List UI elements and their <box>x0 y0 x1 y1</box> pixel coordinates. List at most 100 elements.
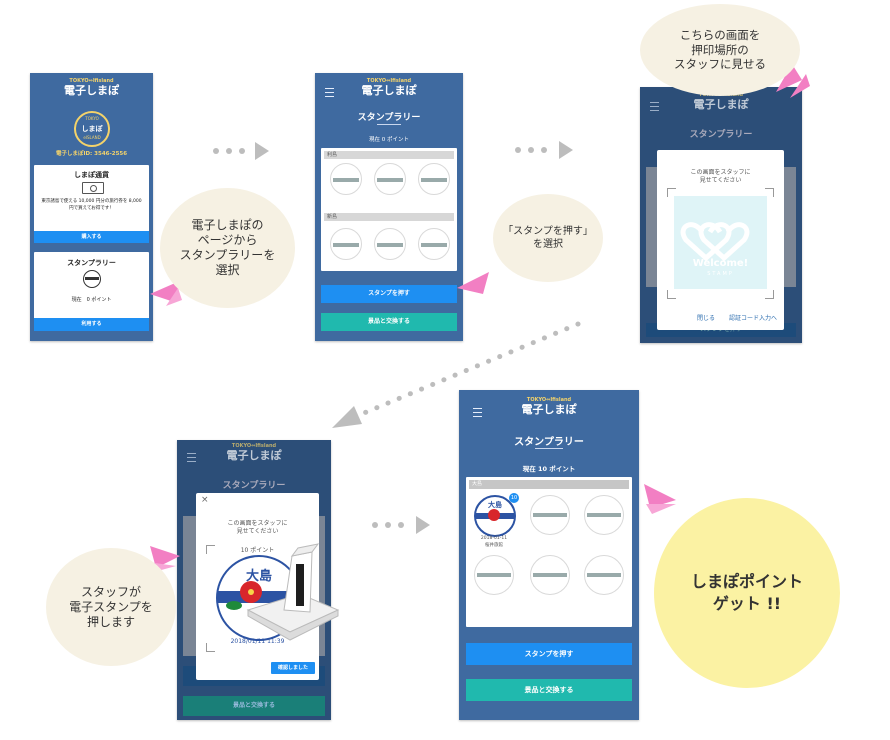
panel-2-logo: TOKYO⇔Ifisland 電子しまぽ <box>345 78 433 97</box>
chevron-right-icon <box>255 142 269 160</box>
hamburger-icon[interactable] <box>325 88 334 97</box>
leaf-icon <box>226 601 242 610</box>
modal-text-line2: 見せてください <box>699 177 742 184</box>
push-stamp-button[interactable]: スタンプを押す <box>321 285 457 303</box>
pink-pointer-icon <box>457 272 489 294</box>
stamp-slot <box>584 555 624 595</box>
panel-1-logo: TOKYO⇔Ifisland 電子しまぽ <box>30 78 153 97</box>
currency-title: しまぽ通貨 <box>74 171 109 179</box>
stamp-slot-filled: 大島 <box>474 495 516 537</box>
chevron-right-icon <box>559 141 573 159</box>
stamprally-title: スタンプラリー <box>67 259 116 267</box>
corner-bl <box>667 290 676 299</box>
hamburger-icon[interactable] <box>473 408 482 417</box>
stamp-welcome-sub: STAMP <box>707 271 734 277</box>
callout-2: 「スタンプを押す」 を選択 <box>493 194 603 282</box>
hamburger-icon[interactable] <box>187 453 196 462</box>
logo-top-text: TOKYO⇔Ifisland <box>231 443 277 449</box>
points-badge: 10 <box>509 493 519 503</box>
auth-code-link[interactable]: 認証コード入力へ <box>729 315 778 322</box>
callout-4: スタッフが 電子スタンプを 押します <box>46 548 176 666</box>
corner-tr <box>765 188 774 197</box>
seal-text-top: TOKYO <box>85 116 99 121</box>
step-arrow-1 <box>213 142 273 160</box>
pink-pointer-icon <box>644 484 676 514</box>
close-link[interactable]: 閉じる <box>697 315 716 322</box>
stamp-slot <box>418 163 450 195</box>
points-text: 現在 0 ポイント <box>369 137 409 143</box>
panel-3-phone: TOKYO⇔Ifisland 電子しまぽ スタンプラリー スタンプを押す この画… <box>640 87 802 343</box>
callout-1: 電子しまぽの ページから スタンプラリーを 選択 <box>160 188 295 308</box>
stamp-slot <box>474 555 514 595</box>
points-text: 現在 10 ポイント <box>522 465 576 473</box>
corner-tl <box>206 545 215 554</box>
logo-main-text: 電子しまぽ <box>361 83 417 97</box>
welcome-stamp-area: Welcome! STAMP <box>674 196 767 289</box>
currency-desc: 東京諸島で使える 10,000 円分の旅行券を 8,000 円で買えてお得です！ <box>41 199 142 211</box>
stamp-mini-icon <box>83 270 101 288</box>
chevron-right-icon <box>416 516 430 534</box>
stamp-slot <box>330 163 362 195</box>
callout-4-line3: 押します <box>86 614 135 629</box>
stamprally-points: 現在 0 ポイント <box>71 297 112 303</box>
callout-2-line2: を選択 <box>532 239 563 250</box>
stamp-slot <box>418 228 450 260</box>
step-arrow-2 <box>515 141 577 159</box>
behind-exchange-button: 景品と交換する <box>183 696 325 716</box>
use-button[interactable]: 利用する <box>34 318 149 331</box>
callout-3: こちらの画面を 押印場所の スタッフに見せる <box>640 4 800 96</box>
stamp-island-name: 大島 <box>488 501 502 509</box>
corner-bl <box>206 643 215 652</box>
logo-top-text: TOKYO⇔Ifisland <box>69 78 114 84</box>
callout-3-line1: こちらの画面を <box>679 27 761 42</box>
callout-4-line1: スタッフが <box>80 584 141 599</box>
seal-text-main: しまぽ <box>81 125 103 133</box>
push-stamp-button[interactable]: スタンプを押す <box>466 643 632 665</box>
title-underline <box>377 124 401 125</box>
exchange-button[interactable]: 景品と交換する <box>466 679 632 701</box>
logo-main-text: 電子しまぽ <box>64 83 119 97</box>
stamp-location: 桜井旅館 <box>485 543 503 548</box>
panel-5-phone: TOKYO⇔Ifisland 電子しまぽ スタンプラリー 現在 10 ポイント … <box>459 390 639 720</box>
currency-card: しまぽ通貨 東京諸島で使える 10,000 円分の旅行券を 8,000 円で買え… <box>34 165 149 243</box>
page-title: スタンプラリー <box>514 437 584 448</box>
section-header: 新島 <box>324 213 454 221</box>
stamp-slot <box>530 495 570 535</box>
seal-text-bottom: eISLAND <box>83 135 101 140</box>
stamp-slot <box>584 495 624 535</box>
callout-5: しまぽポイント ゲット !! <box>654 498 840 688</box>
callout-5-line2: ゲット !! <box>712 594 782 613</box>
callout-1-line1: 電子しまぽの <box>191 218 264 232</box>
logo-top-text: TOKYO⇔Ifisland <box>366 78 412 84</box>
confirm-button[interactable]: 確認しました <box>271 662 315 674</box>
page-title: スタンプラリー <box>689 130 753 140</box>
hamburger-icon[interactable] <box>650 102 659 111</box>
page-title: スタンプラリー <box>222 481 286 491</box>
camellia-stamp-icon <box>240 581 262 603</box>
close-icon[interactable]: × <box>201 495 209 505</box>
show-staff-modal: この画面をスタッフに 見せてください Welcome! STAMP 閉じる 認証… <box>657 150 784 330</box>
stamp-date: 2018-01-11 <box>480 536 508 541</box>
panel-2-phone: TOKYO⇔Ifisland 電子しまぽ スタンプラリー 現在 0 ポイント 利… <box>315 73 463 341</box>
logo-seal-icon: TOKYO しまぽ eISLAND <box>74 111 110 147</box>
stamprally-card: スタンプラリー 現在 0 ポイント 利用する <box>34 252 149 331</box>
modal-text-line1: この画面をスタッフに <box>690 169 751 176</box>
stamp-slot <box>374 163 406 195</box>
electronic-stamp-device <box>246 543 340 641</box>
title-underline <box>535 448 563 449</box>
callout-1-line3: スタンプラリーを <box>179 248 276 262</box>
logo-top-text: TOKYO⇔Ifisland <box>526 397 572 403</box>
stamp-slot <box>330 228 362 260</box>
exchange-button[interactable]: 景品と交換する <box>321 313 457 331</box>
banknote-icon <box>82 182 104 194</box>
callout-1-line2: ページから <box>197 233 258 247</box>
stamp-slot <box>374 228 406 260</box>
section-header: 大島 <box>469 480 629 489</box>
step-arrow-4 <box>372 516 434 534</box>
shimapo-id: 電子しまぽID: 3546-2556 <box>55 151 128 157</box>
buy-button[interactable]: 購入する <box>34 231 149 243</box>
logo-main-text: 電子しまぽ <box>521 402 577 416</box>
hearts-icon <box>680 222 750 262</box>
stamp-island-name: 大島 <box>245 569 272 584</box>
callout-4-line2: 電子スタンプを <box>69 599 153 614</box>
